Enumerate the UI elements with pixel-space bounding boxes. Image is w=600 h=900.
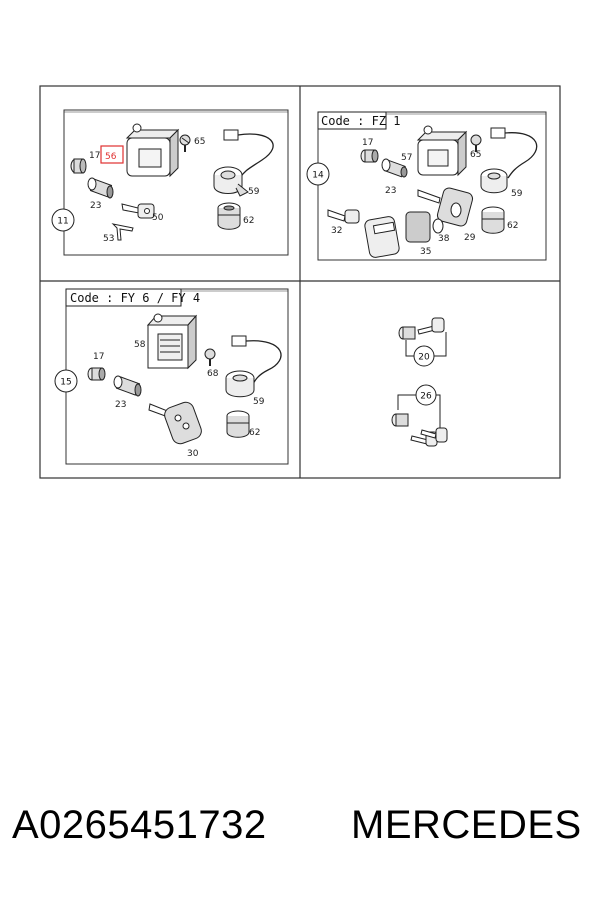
coil-59 [213, 129, 274, 197]
lock-set-20 [398, 317, 447, 357]
part-label-58: 58 [134, 340, 146, 350]
panel-11-frame [63, 109, 289, 256]
part-label-17: 17 [89, 151, 100, 161]
part-label-17: 17 [362, 138, 373, 148]
part-56-highlight-box[interactable] [100, 145, 124, 164]
callout-15[interactable]: 15 [54, 369, 78, 393]
coil-59 [480, 127, 538, 194]
key-blank-53 [111, 223, 134, 241]
part-label-59: 59 [248, 187, 260, 197]
part-label-57: 57 [401, 153, 412, 163]
panel-15-code-box [65, 288, 182, 307]
callout-11[interactable]: 11 [51, 208, 75, 232]
part-label-53: 53 [103, 234, 114, 244]
battery-38 [432, 218, 444, 234]
part-label-68: 68 [207, 369, 219, 379]
key-32 [327, 209, 360, 224]
coil-59 [225, 335, 282, 398]
part-label-56[interactable]: 56 [105, 152, 117, 162]
part-label-32: 32 [331, 226, 342, 236]
lock-cylinder-23 [87, 177, 114, 199]
panel-11: 11 17 56 65 [51, 109, 289, 256]
part-label-23: 23 [90, 201, 101, 211]
key-50 [121, 203, 155, 219]
svg-text:14: 14 [312, 171, 324, 181]
remote-key-29 [417, 187, 474, 227]
part-label-50: 50 [152, 213, 164, 223]
part-label-62: 62 [249, 428, 260, 438]
part-label-23: 23 [385, 186, 396, 196]
panel-15: Code : FY 6 / FY 4 15 58 68 [54, 288, 289, 465]
panel-14-frame [317, 111, 547, 261]
bushing-62 [226, 410, 250, 438]
callout-26[interactable]: 26 [415, 384, 437, 406]
svg-text:15: 15 [60, 378, 71, 388]
bushing-62 [217, 202, 241, 230]
control-unit [125, 123, 180, 178]
part-label-65: 65 [470, 150, 481, 160]
housing-35 [364, 216, 400, 258]
part-label-59: 59 [511, 189, 523, 199]
part-label-62: 62 [507, 221, 518, 231]
screw-68 [204, 348, 216, 366]
lock-cylinder-17 [360, 149, 379, 163]
screw-65 [470, 134, 482, 152]
panel-14-code-label: Code : FZ 1 [321, 114, 400, 128]
brand-text: MERCEDES [351, 803, 582, 847]
callout-14[interactable]: 14 [306, 162, 330, 186]
panel-14-code-box [317, 111, 387, 130]
svg-text:26: 26 [420, 392, 432, 402]
control-unit [146, 313, 198, 370]
lock-cylinder-23 [113, 375, 142, 397]
panel-14: Code : FZ 1 14 17 57 65 [306, 111, 547, 261]
part-label-17: 17 [93, 352, 104, 362]
bushing-62 [481, 206, 505, 234]
part-label-35: 35 [420, 247, 431, 257]
panel-20-26: 20 26 [391, 317, 448, 447]
svg-text:20: 20 [418, 353, 430, 363]
lock-cylinder-23 [381, 158, 408, 178]
svg-text:11: 11 [57, 217, 68, 227]
part-label-23: 23 [115, 400, 126, 410]
part-number-text: A0265451732 [12, 803, 267, 847]
callout-20[interactable]: 20 [413, 345, 435, 367]
remote-key-30 [148, 401, 202, 445]
part-label-29: 29 [464, 233, 476, 243]
part-label-59: 59 [253, 397, 265, 407]
part-label-62: 62 [243, 216, 254, 226]
battery-cover [405, 211, 431, 243]
lock-cylinder-17 [87, 367, 106, 381]
control-unit [416, 125, 468, 177]
screw-65 [179, 134, 191, 152]
part-label-38: 38 [438, 234, 450, 244]
lock-cylinder-17 [70, 158, 87, 174]
lock-set-26 [391, 394, 448, 447]
panel-15-code-label: Code : FY 6 / FY 4 [70, 291, 200, 305]
part-label-30: 30 [187, 449, 199, 459]
caption: A0265451732 MERCEDES [0, 803, 600, 863]
part-label-65: 65 [194, 137, 205, 147]
